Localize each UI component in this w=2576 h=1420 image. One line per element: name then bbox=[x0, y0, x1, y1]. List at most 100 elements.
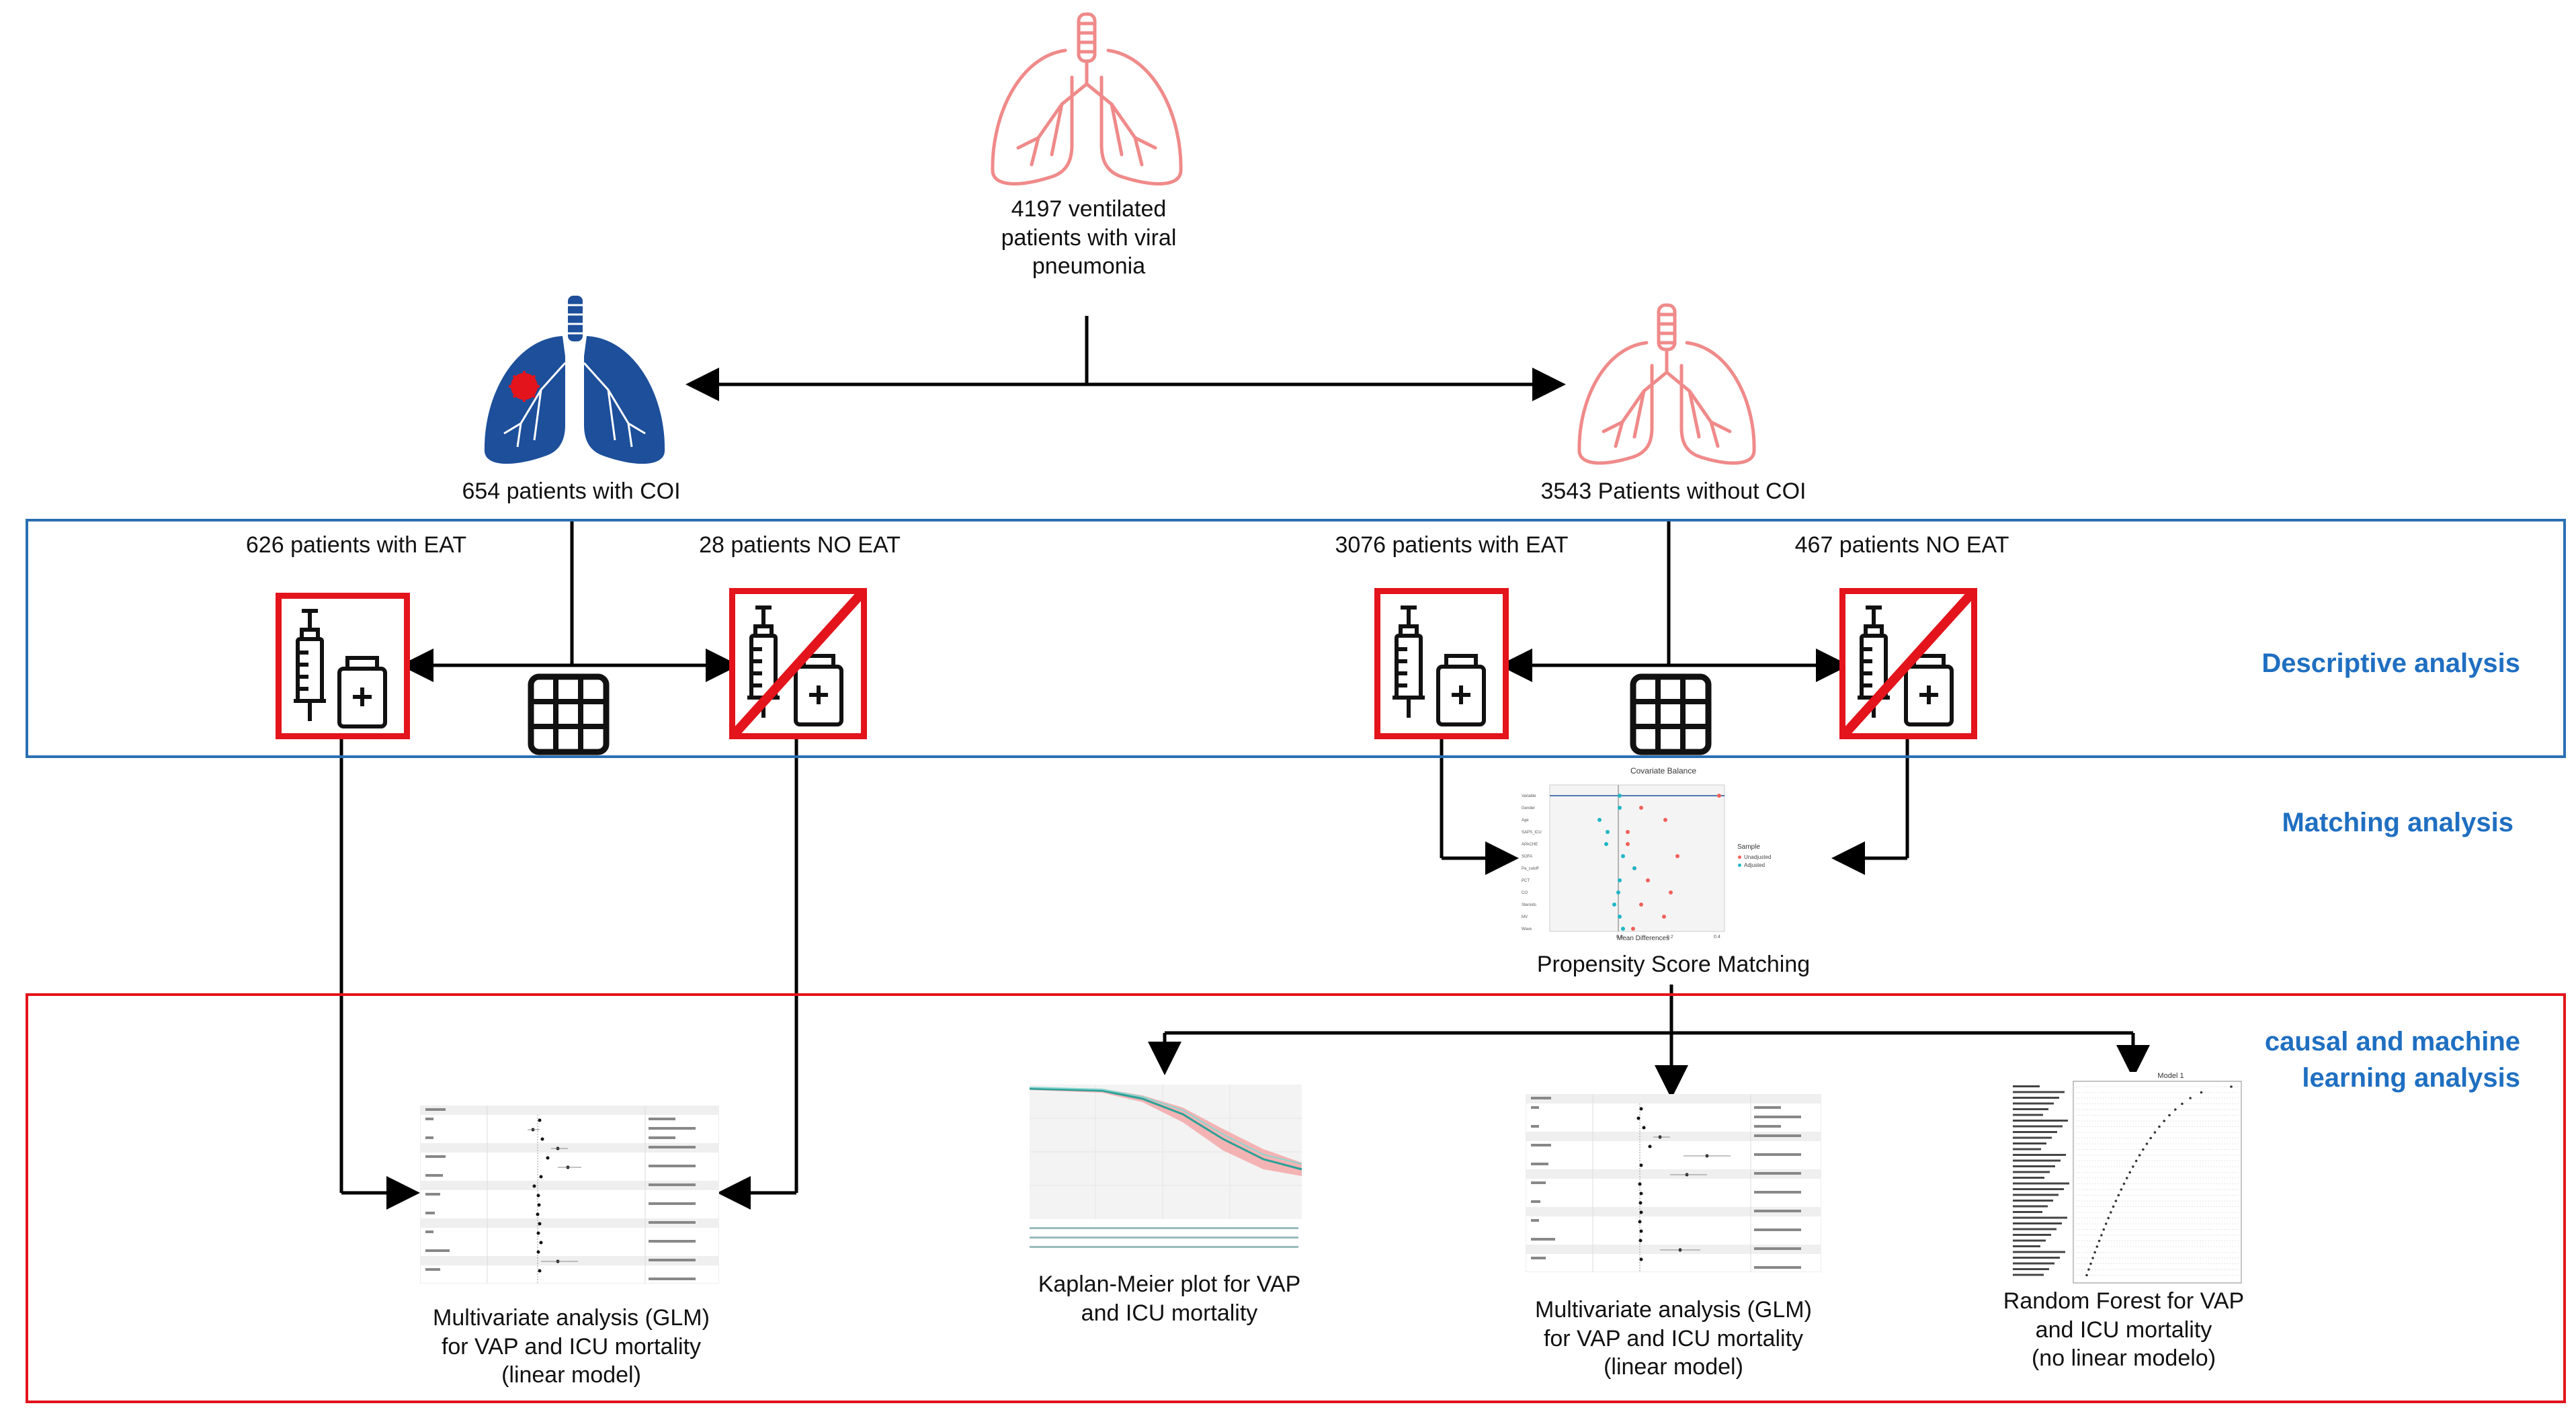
psm-point-adjusted bbox=[1621, 854, 1625, 858]
table-icon bbox=[1630, 673, 1712, 755]
svg-text:Steroids: Steroids bbox=[1522, 903, 1536, 907]
legend-dot bbox=[1738, 864, 1741, 867]
svg-text:MV: MV bbox=[1522, 915, 1528, 919]
total-patients-label: 4197 ventilated patients with viral pneu… bbox=[1001, 196, 1177, 279]
syringe-vial-crossed-icon bbox=[731, 591, 865, 737]
glm-right-caption: Multivariate analysis (GLM) for VAP and … bbox=[1535, 1297, 1812, 1380]
rf-variable-label bbox=[2013, 1097, 2059, 1099]
rf-importance-point bbox=[2125, 1177, 2128, 1179]
rf-importance-point bbox=[2107, 1216, 2110, 1220]
psm-point-unadjusted bbox=[1646, 878, 1650, 882]
rf-importance-point bbox=[2134, 1159, 2138, 1163]
rf-variable-label bbox=[2013, 1136, 2052, 1139]
lungs-icon bbox=[991, 12, 1183, 185]
rf-plot-title: Model 1 bbox=[2157, 1072, 2184, 1080]
rf-importance-point bbox=[2149, 1136, 2152, 1140]
svg-text:0.2: 0.2 bbox=[1667, 935, 1673, 939]
x-axis-label: Mean Differences bbox=[1616, 935, 1670, 942]
lungs-no-coi-icon bbox=[1577, 303, 1756, 465]
causal-ml-label-line2: learning analysis bbox=[2302, 1063, 2520, 1093]
rf-importance-point bbox=[2128, 1171, 2132, 1174]
causal-ml-analysis-box bbox=[26, 993, 2566, 1403]
psm-point-adjusted bbox=[1597, 818, 1602, 822]
rf-importance-point bbox=[2110, 1211, 2112, 1214]
km-caption: Kaplan-Meier plot for VAP and ICU mortal… bbox=[1038, 1271, 1301, 1326]
svg-text:CO: CO bbox=[1522, 891, 1528, 895]
psm-point-adjusted bbox=[1612, 903, 1616, 907]
rf-variable-label bbox=[2013, 1131, 2057, 1133]
descriptive-analysis-label: Descriptive analysis bbox=[2261, 649, 2520, 678]
rf-variable-label bbox=[2013, 1216, 2067, 1219]
rf-variable-label bbox=[2013, 1182, 2069, 1185]
psm-point-adjusted bbox=[1621, 927, 1625, 931]
glm-table-thumbnail-right bbox=[1525, 1093, 1822, 1273]
psm-point-adjusted bbox=[1632, 866, 1636, 870]
rf-variable-label bbox=[2013, 1114, 2043, 1116]
rf-variable-label bbox=[2013, 1171, 2050, 1173]
rf-importance-point bbox=[2142, 1148, 2145, 1151]
legend-item-adjusted: Adjusted bbox=[1738, 862, 1765, 868]
rf-variable-label bbox=[2013, 1159, 2061, 1162]
rf-variable-label bbox=[2013, 1200, 2053, 1202]
rf-importance-point bbox=[2181, 1102, 2184, 1105]
rf-importance-point bbox=[2114, 1200, 2118, 1202]
glm-table-thumbnail-left bbox=[419, 1105, 720, 1284]
rf-variable-label bbox=[2013, 1211, 2042, 1213]
svg-text:PCT: PCT bbox=[1522, 879, 1530, 883]
svg-text:0.0: 0.0 bbox=[1616, 935, 1623, 939]
rf-variable-label bbox=[2013, 1205, 2048, 1208]
rf-importance-point bbox=[2189, 1097, 2192, 1099]
rf-importance-point bbox=[2093, 1251, 2096, 1254]
psm-point-adjusted bbox=[1618, 794, 1622, 798]
rf-importance-point bbox=[2200, 1091, 2203, 1094]
rf-variable-label bbox=[2013, 1222, 2062, 1224]
rf-importance-point bbox=[2153, 1131, 2157, 1134]
rf-importance-point bbox=[2095, 1245, 2099, 1248]
syringe-vial-icon bbox=[294, 609, 387, 728]
psm-point-adjusted bbox=[1618, 878, 1622, 882]
legend-item-unadjusted: Unadjusted bbox=[1738, 854, 1771, 860]
descriptive-analysis-box bbox=[26, 519, 2566, 758]
rf-variable-label bbox=[2013, 1091, 2065, 1093]
treatment-coi-eat-icon bbox=[276, 593, 410, 739]
rf-variable-label bbox=[2013, 1268, 2049, 1270]
glm-left-caption: Multivariate analysis (GLM) for VAP and … bbox=[433, 1305, 710, 1388]
rf-variable-label bbox=[2013, 1194, 2059, 1196]
rf-variable-label bbox=[2013, 1120, 2068, 1122]
table-icon bbox=[528, 673, 610, 755]
svg-text:Variable: Variable bbox=[1522, 794, 1536, 798]
psm-point-unadjusted bbox=[1675, 854, 1679, 858]
psm-point-adjusted bbox=[1604, 842, 1608, 846]
rf-importance-point bbox=[2145, 1142, 2149, 1145]
rf-importance-point bbox=[2104, 1222, 2108, 1225]
syringe-vial-icon bbox=[1393, 605, 1486, 726]
psm-point-unadjusted bbox=[1631, 927, 1635, 931]
rf-variable-label bbox=[2013, 1125, 2063, 1128]
rf-importance-point bbox=[2087, 1268, 2090, 1271]
subgroup-nocoi-no-eat-label: 467 patients NO EAT bbox=[1794, 532, 2009, 558]
forest-table bbox=[1525, 1093, 1822, 1273]
rf-importance-point bbox=[2117, 1194, 2120, 1197]
syringe-vial-crossed-icon bbox=[1841, 591, 1975, 737]
rf-variable-label bbox=[2013, 1251, 2065, 1253]
psm-point-unadjusted bbox=[1663, 818, 1667, 822]
rf-variable-label bbox=[2013, 1273, 2044, 1276]
psm-point-unadjusted bbox=[1626, 830, 1630, 834]
rf-variable-label bbox=[2013, 1108, 2048, 1110]
svg-text:Wave: Wave bbox=[1522, 927, 1532, 931]
rf-importance-point bbox=[2174, 1108, 2177, 1111]
svg-text:Gender: Gender bbox=[1522, 806, 1535, 810]
rf-importance-point bbox=[2085, 1273, 2088, 1277]
treatment-coi-no-eat-icon bbox=[729, 588, 867, 739]
causal-ml-label-line1: causal and machine bbox=[2264, 1027, 2520, 1056]
random-forest-thumbnail: Model 1 bbox=[2006, 1072, 2248, 1287]
treatment-nocoi-eat-icon bbox=[1374, 588, 1509, 739]
treatment-nocoi-no-eat-icon bbox=[1839, 588, 1977, 739]
matching-analysis-label: Matching analysis bbox=[2282, 808, 2513, 837]
psm-point-unadjusted bbox=[1669, 890, 1673, 894]
plot-title: Covariate Balance bbox=[1630, 766, 1697, 776]
svg-text:0.4: 0.4 bbox=[1714, 935, 1720, 939]
rf-importance-point bbox=[2112, 1205, 2115, 1208]
rf-variable-label bbox=[2013, 1188, 2064, 1190]
rf-variable-label bbox=[2013, 1234, 2051, 1236]
